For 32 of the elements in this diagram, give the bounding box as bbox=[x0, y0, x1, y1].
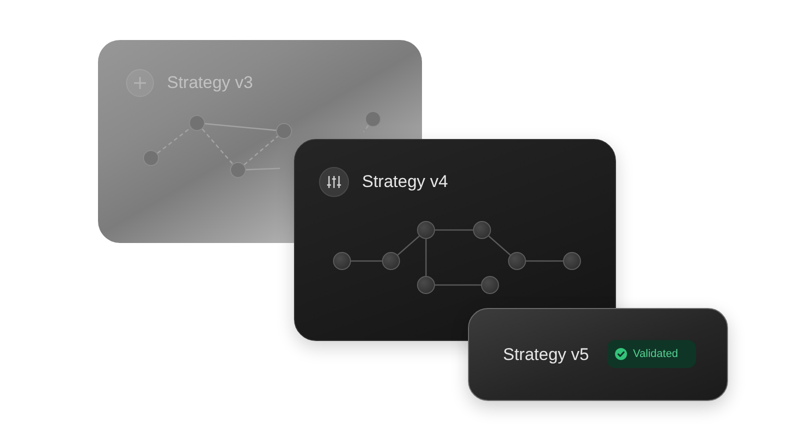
connector-line bbox=[362, 125, 369, 132]
card-title: Strategy v4 bbox=[362, 172, 448, 192]
graph-node bbox=[189, 115, 205, 131]
graph-node bbox=[417, 221, 435, 239]
strategy-card bbox=[468, 308, 728, 401]
connector-line bbox=[435, 229, 473, 231]
connector-line bbox=[202, 128, 234, 164]
graph-node bbox=[365, 111, 381, 127]
graph-node bbox=[563, 252, 581, 270]
connector-line bbox=[425, 239, 427, 276]
graph-node bbox=[473, 221, 491, 239]
graph-node bbox=[481, 276, 499, 294]
graph-node bbox=[276, 123, 292, 139]
graph-node bbox=[230, 162, 246, 178]
graph-node bbox=[508, 252, 526, 270]
graph-node bbox=[333, 252, 351, 270]
connector-line bbox=[397, 236, 420, 256]
connector-line bbox=[435, 284, 481, 286]
connector-line bbox=[204, 123, 276, 131]
connector-line bbox=[488, 236, 511, 256]
graph-node bbox=[143, 150, 159, 166]
graph-node bbox=[417, 276, 435, 294]
card-title: Strategy v3 bbox=[167, 73, 253, 93]
status-pill bbox=[607, 340, 696, 368]
connector-line bbox=[157, 127, 191, 154]
connector-line bbox=[244, 136, 278, 166]
connector-line bbox=[526, 260, 563, 262]
card-title: Strategy v5 bbox=[503, 345, 589, 365]
strategy-card bbox=[294, 139, 616, 341]
status-text: Validated bbox=[633, 347, 678, 361]
graph-node bbox=[382, 252, 400, 270]
connector-line bbox=[351, 260, 382, 262]
